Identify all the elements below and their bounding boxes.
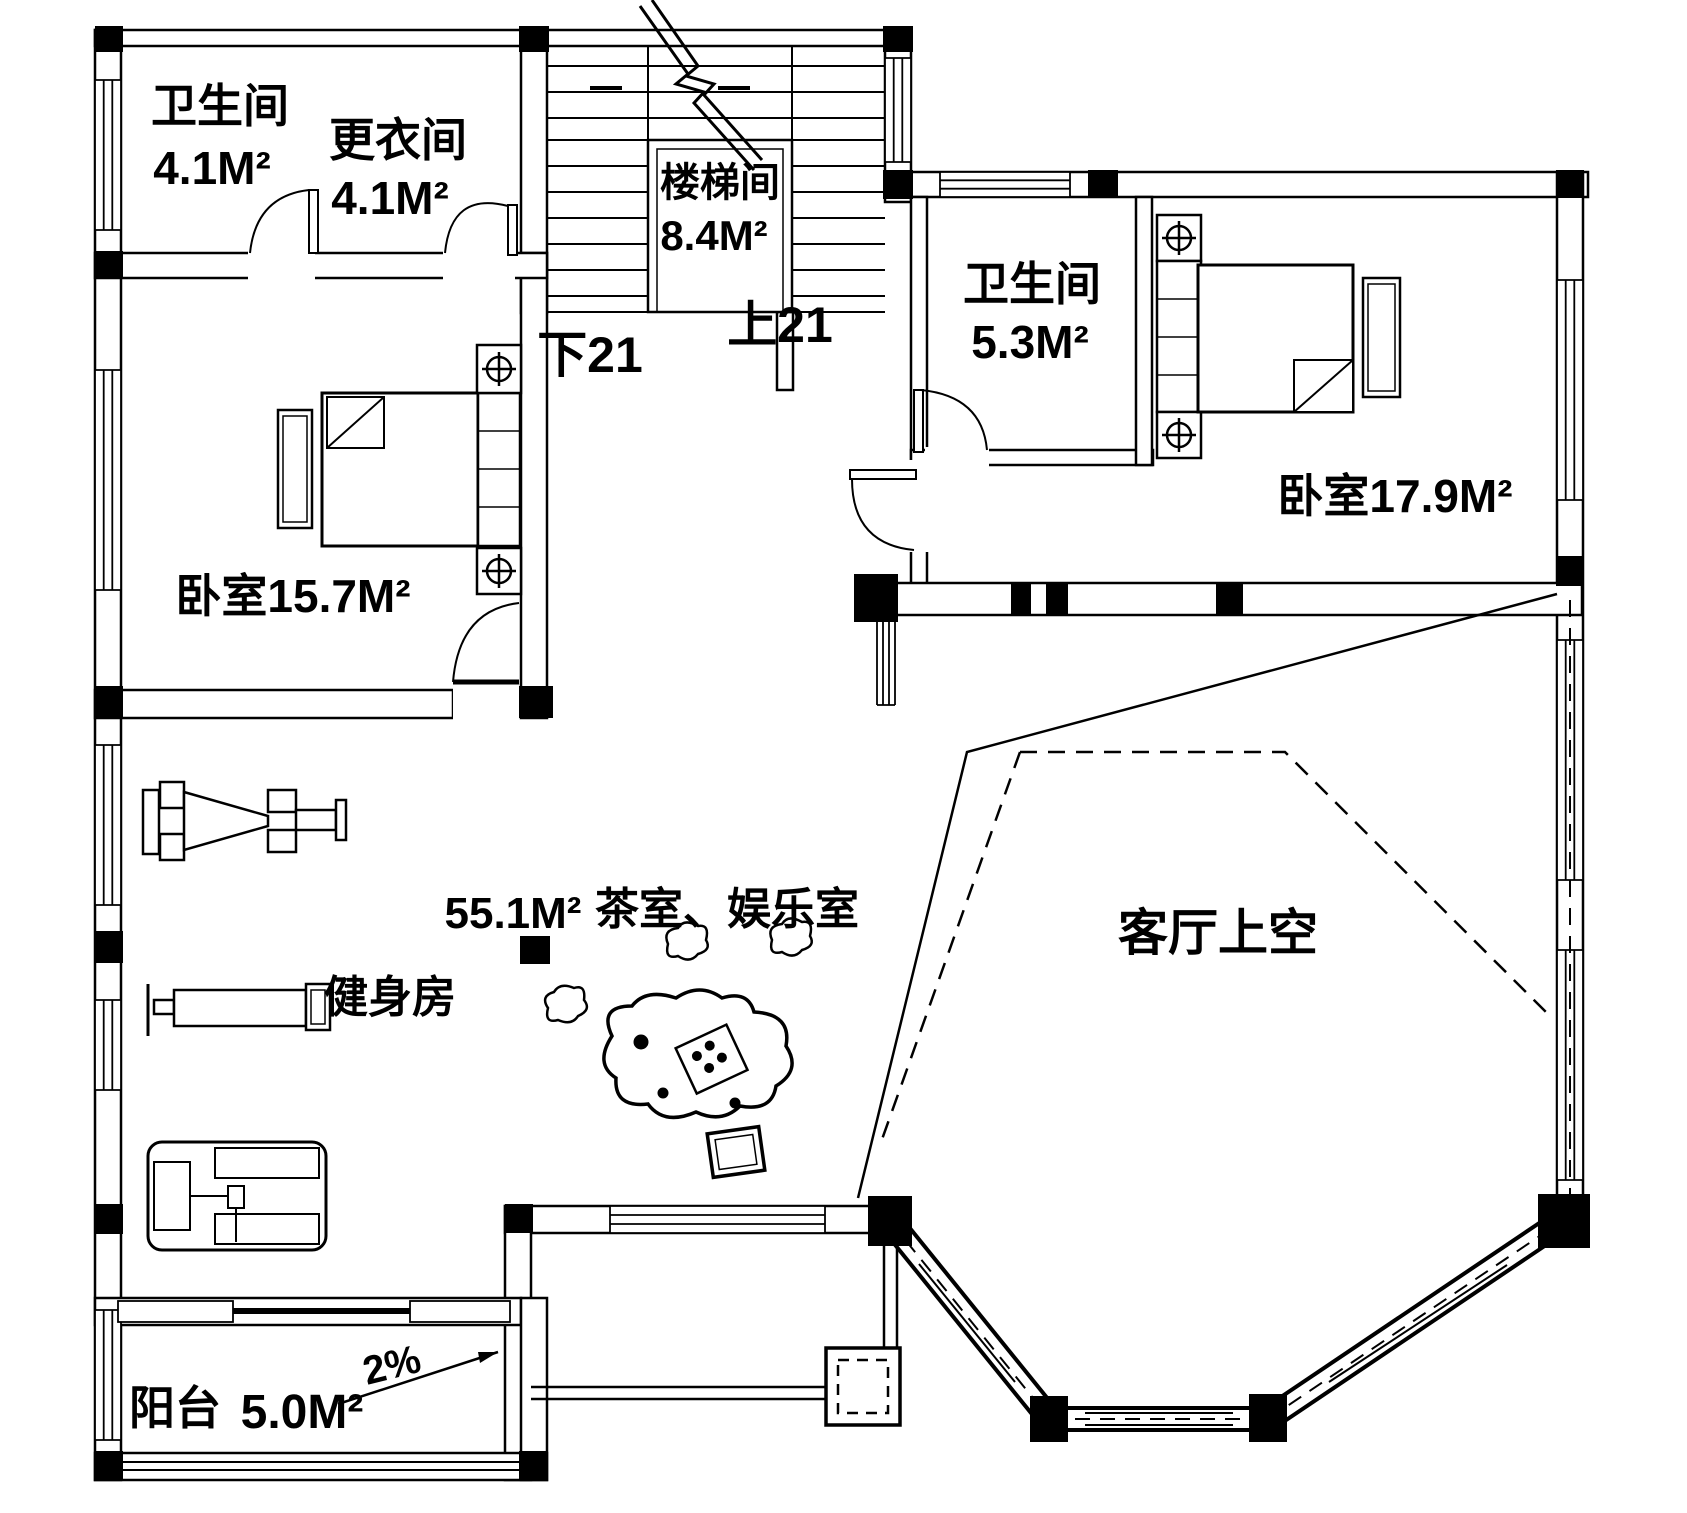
window-right-1	[1556, 279, 1584, 501]
label-balcony-area: 5.0M²	[241, 1386, 364, 1439]
window-stair-right	[884, 57, 912, 163]
label-stair-down: 下21	[537, 327, 643, 383]
furniture-bedroom-left	[276, 343, 523, 596]
nightstand-lamp	[1155, 410, 1203, 460]
rock-small	[543, 984, 589, 1024]
arrowhead	[478, 1352, 498, 1363]
label-dressing-area: 4.1M²	[331, 172, 449, 224]
window-left-5	[94, 1309, 122, 1441]
tv-set	[705, 1124, 767, 1180]
doors	[248, 189, 989, 721]
flue-shaft	[824, 1346, 902, 1427]
window-hall-side	[876, 622, 896, 706]
window-left-3	[94, 744, 122, 906]
void-outline	[856, 592, 1571, 1236]
tea-tray	[673, 1022, 750, 1096]
balcony-balustrade	[121, 1461, 521, 1471]
window-balcony-top	[117, 1300, 511, 1323]
window-left-4	[94, 999, 122, 1091]
door-bedroom-left	[452, 602, 520, 721]
label-slope: 2%	[358, 1337, 425, 1394]
label-stair-up: 上21	[727, 297, 833, 353]
label-gym: 健身房	[324, 973, 456, 1022]
nightstand-lamp	[1155, 213, 1203, 263]
exercise-machine	[141, 780, 348, 862]
label-bathroom-tl-area: 4.1M²	[153, 142, 271, 194]
label-stair-name: 楼梯间	[660, 161, 780, 205]
rock-small	[665, 921, 709, 961]
slope-arrow	[337, 1350, 499, 1406]
nightstand-lamp	[475, 546, 523, 596]
columns	[95, 26, 1590, 1480]
door-bedroom-right	[849, 460, 930, 552]
label-bathroom-right-name: 卫生间	[963, 258, 1101, 310]
stairwell-drawing	[547, 0, 885, 314]
door-bathroom-tl	[248, 189, 319, 281]
window-right-2	[1556, 639, 1584, 881]
furniture-bedroom-right	[1155, 213, 1402, 460]
label-balcony-name: 阳台	[129, 1382, 221, 1434]
windows	[94, 57, 1584, 1441]
bench-press	[146, 982, 332, 1036]
bay-window	[879, 1210, 1570, 1432]
terrace-edge	[531, 1246, 899, 1401]
label-multiroom-area: 55.1M²	[445, 889, 582, 938]
label-bathroom-right-area: 5.3M²	[971, 316, 1089, 368]
door-bathroom-right	[913, 389, 989, 468]
window-right-top	[939, 171, 1071, 198]
nightstand-lamp	[475, 343, 523, 395]
room-labels: 卫生间 4.1M² 更衣间 4.1M² 楼梯间 8.4M² 下21 上21 卫生…	[129, 80, 1513, 1439]
window-terrace-top	[609, 1205, 826, 1234]
label-bedroom-right: 卧室17.9M²	[1277, 470, 1512, 522]
window-left-1	[94, 79, 122, 231]
stair-break-line	[638, 0, 764, 172]
gym-equipment	[141, 780, 348, 1252]
label-bedroom-left: 卧室15.7M²	[175, 570, 410, 622]
rock-small	[769, 917, 813, 957]
label-living-void: 客厅上空	[1118, 905, 1318, 961]
door-dressing	[443, 202, 518, 281]
treadmill	[146, 1140, 328, 1252]
label-dressing-name: 更衣间	[329, 114, 467, 166]
label-bathroom-tl-name: 卫生间	[151, 80, 289, 132]
label-stair-area: 8.4M²	[660, 212, 767, 259]
label-multiroom-name: 茶室、娱乐室	[595, 884, 859, 934]
tea-area-decor	[543, 917, 813, 1180]
window-left-2	[94, 369, 122, 591]
